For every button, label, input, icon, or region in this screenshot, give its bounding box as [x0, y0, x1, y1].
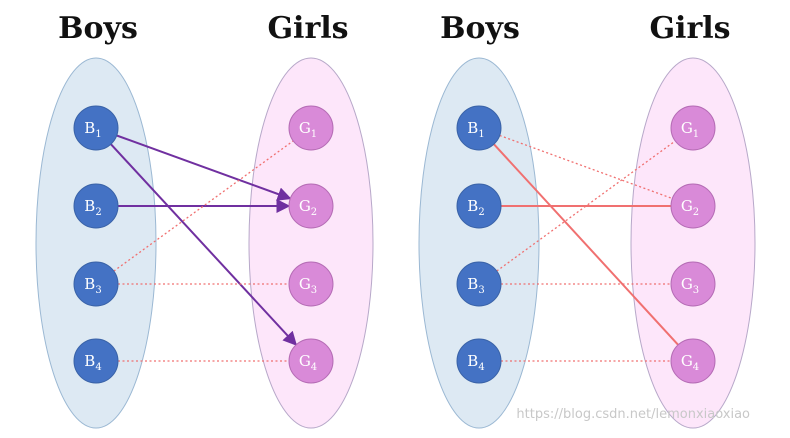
left-boy-node-b4[interactable]: B4	[73, 338, 119, 384]
right-boy-node-b1[interactable]: B1	[456, 105, 502, 151]
right-edge-b3-g1	[496, 140, 676, 272]
left-girl-label-g4: G4	[299, 352, 317, 373]
left-boy-label-b2: B2	[84, 197, 101, 218]
left-girl-node-g1[interactable]: G1	[288, 105, 334, 151]
right-boy-label-b4: B4	[467, 352, 484, 373]
right-girls-nodes: G1 G2 G3 G4	[670, 105, 716, 384]
left-girl-node-g3[interactable]: G3	[288, 261, 334, 307]
right-boy-node-b3[interactable]: B3	[456, 261, 502, 307]
right-girl-node-g3[interactable]: G3	[670, 261, 716, 307]
left-girl-node-g2[interactable]: G2	[288, 183, 334, 229]
left-girls-nodes: G1 G2 G3 G4	[288, 105, 334, 384]
left-girl-label-g3: G3	[299, 275, 317, 296]
right-boy-label-b2: B2	[467, 197, 484, 218]
right-edge-b1-g2	[499, 134, 673, 200]
right-boys-nodes: B1 B2 B3 B4	[456, 105, 502, 384]
right-edge-b1-g4	[493, 143, 679, 346]
right-girl-label-g1: G1	[681, 119, 699, 140]
left-boy-node-b2[interactable]: B2	[73, 183, 119, 229]
left-boy-node-b3[interactable]: B3	[73, 261, 119, 307]
left-panel: Boys Girls B1 B2 B3 B4	[35, 11, 374, 429]
right-girl-node-g4[interactable]: G4	[670, 338, 716, 384]
right-girl-label-g4: G4	[681, 352, 699, 373]
left-boy-label-b3: B3	[84, 275, 101, 296]
right-girl-node-g2[interactable]: G2	[670, 183, 716, 229]
right-boy-node-b2[interactable]: B2	[456, 183, 502, 229]
left-edge-b1-g2	[116, 134, 292, 201]
left-girl-label-g1: G1	[299, 119, 317, 140]
left-edges	[110, 134, 298, 362]
right-boy-node-b4[interactable]: B4	[456, 338, 502, 384]
left-girl-label-g2: G2	[299, 197, 317, 218]
right-girl-label-g2: G2	[681, 197, 699, 218]
watermark-text: https://blog.csdn.net/lemonxiaoxiao	[516, 407, 750, 422]
left-boys-heading: Boys	[58, 11, 138, 46]
left-boy-label-b4: B4	[84, 352, 101, 373]
right-girl-label-g3: G3	[681, 275, 699, 296]
left-boy-node-b1[interactable]: B1	[73, 105, 119, 151]
left-edge-b1-g4	[110, 143, 298, 346]
left-boys-nodes: B1 B2 B3 B4	[73, 105, 119, 384]
right-boy-label-b1: B1	[467, 119, 484, 140]
left-edge-b3-g1	[113, 140, 294, 272]
right-boy-label-b3: B3	[467, 275, 484, 296]
right-panel: Boys Girls B1 B2 B3 B4	[418, 11, 756, 429]
right-girl-node-g1[interactable]: G1	[670, 105, 716, 151]
left-boy-label-b1: B1	[84, 119, 101, 140]
left-girl-node-g4[interactable]: G4	[288, 338, 334, 384]
left-boys-set	[35, 57, 157, 429]
right-edges	[493, 134, 679, 362]
right-boys-heading: Boys	[440, 11, 520, 46]
right-girls-heading: Girls	[649, 11, 730, 46]
left-girls-heading: Girls	[267, 11, 348, 46]
right-boys-set	[418, 57, 540, 429]
left-girls-set	[248, 57, 374, 429]
